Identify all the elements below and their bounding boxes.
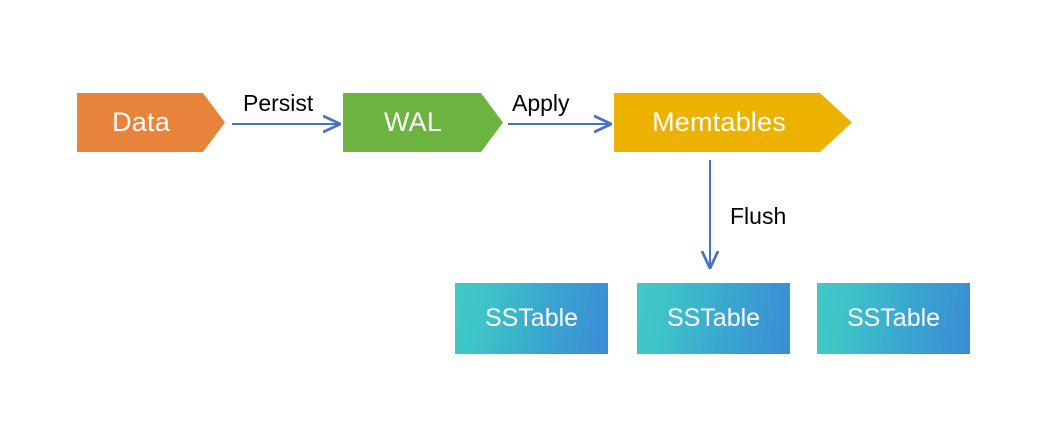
edge-label-persist: Persist [243,90,314,116]
node-wal[interactable]: WAL [343,93,503,152]
node-data-label: Data [112,107,170,137]
node-data[interactable]: Data [77,93,225,152]
node-sstable-3[interactable]: SSTable [817,283,970,354]
node-sstable-2[interactable]: SSTable [637,283,790,354]
edge-label-apply: Apply [512,90,570,116]
node-sstable-1[interactable]: SSTable [455,283,608,354]
node-sstable-2-label: SSTable [666,304,761,332]
node-sstable-1-label: SSTable [484,304,579,332]
node-memtables[interactable]: Memtables [614,93,852,152]
edge-label-flush: Flush [730,203,787,229]
node-sstable-3-label: SSTable [846,304,941,332]
node-memtables-label: Memtables [652,107,786,137]
node-wal-label: WAL [383,107,443,137]
